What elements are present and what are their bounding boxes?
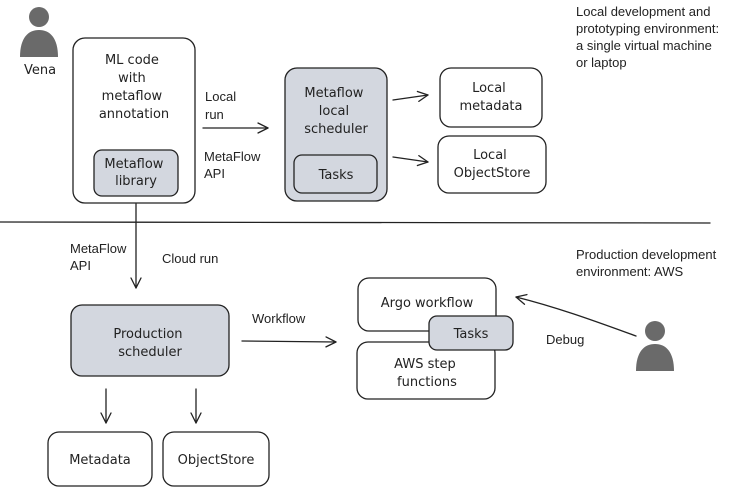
aws-step-functions-label: AWS step functions <box>394 357 460 390</box>
aws-step-line: functions <box>397 375 457 390</box>
prod-tasks-box <box>428 315 514 351</box>
workflow-arrow <box>241 336 337 348</box>
local-tasks-box <box>293 154 378 194</box>
local-api-line: MetaFlow <box>204 149 261 164</box>
cloud-api-line: API <box>70 258 91 273</box>
local-env-note-line: a single virtual machine <box>576 38 712 53</box>
debug-label: Debug <box>546 332 584 347</box>
objectstore-label: ObjectStore <box>178 453 255 468</box>
local-run-line: run <box>205 107 224 122</box>
prod-env-note-line: environment: AWS <box>576 264 684 279</box>
local-run-label: Local run <box>205 89 240 122</box>
metadata-label: Metadata <box>69 453 131 468</box>
local-objectstore-arrow <box>392 154 429 167</box>
local-scheduler-line: scheduler <box>304 122 368 137</box>
developer-person-icon <box>20 7 58 57</box>
ml-code-line: annotation <box>99 107 169 122</box>
cloud-run-label: Cloud run <box>162 251 218 266</box>
local-scheduler-label: Metaflow local scheduler <box>304 86 368 137</box>
library-line: library <box>115 174 157 189</box>
metadata-box <box>47 431 153 487</box>
local-api-label: MetaFlow API <box>204 149 264 181</box>
operator-person-icon <box>636 321 674 371</box>
local-metadata-box <box>439 67 543 128</box>
cloud-api-label: MetaFlow API <box>70 241 130 273</box>
local-env-note-line: or laptop <box>576 55 627 70</box>
prod-env-note-line: Production development <box>576 247 717 262</box>
local-env-note: Local development and prototyping enviro… <box>576 4 723 70</box>
production-scheduler-line: scheduler <box>118 345 182 360</box>
developer-label: Vena <box>24 63 56 78</box>
environment-divider <box>0 221 711 224</box>
local-objectstore-box <box>437 135 547 194</box>
production-scheduler-label: Production scheduler <box>113 327 186 360</box>
local-scheduler-line: local <box>319 104 349 119</box>
local-env-note-line: Local development and <box>576 4 710 19</box>
aws-step-functions-box <box>356 341 496 400</box>
prod-env-note: Production development environment: AWS <box>576 247 720 279</box>
local-metadata-line: Local <box>472 81 506 96</box>
production-scheduler-line: Production <box>113 327 182 342</box>
local-tasks-label: Tasks <box>318 168 354 183</box>
ml-code-line: ML code <box>105 53 159 68</box>
production-scheduler-box <box>70 304 230 377</box>
ml-code-label: ML code with metaflow annotation <box>99 53 169 122</box>
local-metadata-arrow <box>392 90 429 103</box>
local-metadata-label: Local metadata <box>459 81 522 114</box>
debug-arrow <box>515 293 637 337</box>
local-objectstore-line: Local <box>473 148 507 163</box>
workflow-label: Workflow <box>252 311 306 326</box>
ml-code-line: metaflow <box>102 89 163 104</box>
argo-workflow-label: Argo workflow <box>381 296 474 311</box>
local-scheduler-line: Metaflow <box>304 86 363 101</box>
cloud-api-line: MetaFlow <box>70 241 127 256</box>
objectstore-box <box>162 431 270 487</box>
local-run-line: Local <box>205 89 236 104</box>
metaflow-library-label: Metaflow library <box>104 157 167 189</box>
local-objectstore-line: ObjectStore <box>454 166 531 181</box>
aws-step-line: AWS step <box>394 357 456 372</box>
metaflow-library-box <box>93 149 179 197</box>
prod-tasks-label: Tasks <box>453 327 489 342</box>
local-objectstore-label: Local ObjectStore <box>454 148 531 181</box>
ml-code-line: with <box>118 71 146 86</box>
local-api-line: API <box>204 166 225 181</box>
library-line: Metaflow <box>104 157 163 172</box>
local-env-note-line: prototyping environment: <box>576 21 719 36</box>
local-metadata-line: metadata <box>459 99 522 114</box>
